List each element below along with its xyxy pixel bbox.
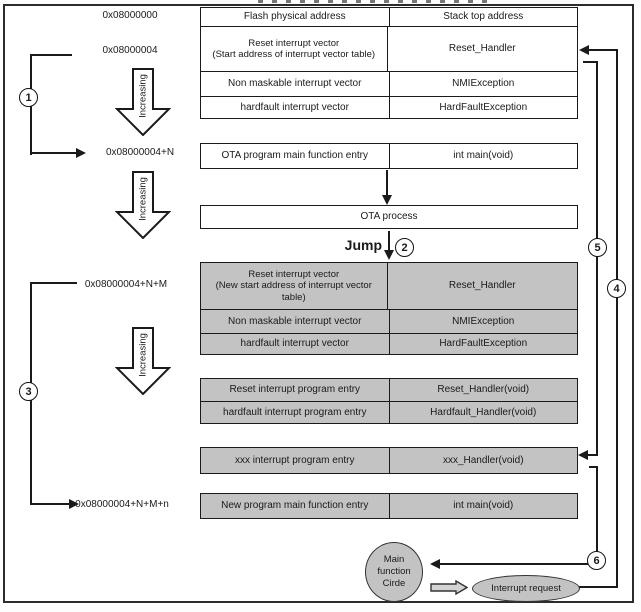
increasing-label: Increasing (138, 177, 149, 221)
cell-right: Reset_Handler (387, 27, 577, 71)
increasing-arrow-shape (115, 68, 171, 136)
bracket1-bottom-line (30, 152, 78, 154)
address-flash-base: 0x08000000 (102, 10, 158, 21)
table-row: hardfault interrupt vector HardFaultExce… (201, 333, 577, 354)
address-new-vector: 0x08000004+N+M (84, 279, 168, 290)
hollow-right-arrow (430, 580, 468, 595)
jump-arrow-line (388, 231, 390, 251)
table-row: OTA program main function entry int main… (201, 144, 577, 168)
increasing-arrow-1: Increasing (115, 68, 171, 136)
bracket2-top-line (30, 282, 77, 284)
cell-right: Stack top address (389, 8, 577, 26)
step6-arrowhead (430, 559, 440, 569)
step-marker-6: 6 (587, 551, 606, 570)
table-row: hardfault interrupt program entry Hardfa… (201, 401, 577, 423)
table-ota-process: OTA process (200, 205, 578, 229)
cell-right: Hardfault_Handler(void) (389, 402, 577, 423)
main-function-circle: Main function Cirde (365, 542, 423, 602)
increasing-arrow-shape (115, 171, 171, 239)
clipped-caption-artifact (258, 0, 496, 3)
table-row: Non maskable interrupt vector NMIExcepti… (201, 309, 577, 333)
cell-right: NMIException (389, 72, 577, 96)
increasing-label: Increasing (138, 74, 149, 118)
table-original-vector: Flash physical address Stack top address… (200, 7, 578, 119)
table-row: hardfault interrupt vector HardFaultExce… (201, 96, 577, 118)
cell-right: HardFaultException (389, 334, 577, 354)
step-marker-3: 3 (19, 382, 38, 401)
step6-top-hook (589, 466, 598, 468)
cell-left: Non maskable interrupt vector (201, 310, 390, 333)
bracket2-bottom-line (30, 503, 71, 505)
step-marker-2: 2 (395, 238, 414, 257)
bracket2-arrowhead (69, 499, 79, 509)
cell-left: hardfault interrupt vector (201, 334, 390, 354)
table-row: xxx interrupt program entry xxx_Handler(… (201, 448, 577, 473)
step6-horizontal-line (437, 563, 589, 565)
step4-vertical-line (616, 49, 618, 588)
step6-vertical-line (596, 466, 598, 554)
table-row: Flash physical address Stack top address (201, 8, 577, 26)
cell-right: int main(void) (389, 494, 577, 518)
table-row: OTA process (201, 206, 577, 228)
step-marker-4: 4 (607, 279, 626, 298)
jump-arrow-head (384, 250, 394, 260)
address-new-main: 0x08000004+N+M+n (75, 499, 169, 510)
cell-right: Reset_Handler (387, 263, 577, 309)
step5-vertical-line (596, 61, 598, 456)
table-ota-entry: OTA program main function entry int main… (200, 143, 578, 169)
table-new-main: New program main function entry int main… (200, 493, 578, 519)
bracket1-top-line (30, 54, 72, 56)
cell-left: Reset interrupt vector (New start addres… (201, 263, 388, 309)
cell-left: OTA program main function entry (201, 144, 390, 168)
increasing-arrow-2: Increasing (115, 171, 171, 239)
table-row: New program main function entry int main… (201, 494, 577, 518)
cell-left: Reset interrupt vector (Start address of… (201, 27, 388, 71)
cell-left: Reset interrupt program entry (201, 379, 390, 401)
step-marker-5: 5 (588, 238, 607, 257)
address-vector-start: 0x08000004 (102, 45, 158, 56)
step4-arrowhead (579, 45, 589, 55)
ota-process-label: OTA process (201, 206, 577, 228)
cell-left: Non maskable interrupt vector (201, 72, 390, 96)
cell-left: hardfault interrupt program entry (201, 402, 390, 423)
cell-left: hardfault interrupt vector (201, 97, 390, 118)
cell-right: NMIException (389, 310, 577, 333)
increasing-label: Increasing (138, 333, 149, 377)
table-new-vector: Reset interrupt vector (New start addres… (200, 262, 578, 355)
table-row: Reset interrupt vector (New start addres… (201, 263, 577, 309)
flow-arrow-to-ota-head (382, 195, 392, 205)
address-ota-entry: 0x08000004+N (105, 147, 175, 158)
cell-left: New program main function entry (201, 494, 390, 518)
bracket1-arrowhead (76, 148, 86, 158)
interrupt-request-ellipse: Interrupt request (472, 575, 580, 602)
cell-left: xxx interrupt program entry (201, 448, 390, 473)
step5-top-hook (583, 61, 598, 63)
cell-right: int main(void) (389, 144, 577, 168)
step4-top-line (587, 49, 618, 51)
cell-right: xxx_Handler(void) (389, 448, 577, 473)
increasing-arrow-3: Increasing (115, 327, 171, 395)
table-row: Reset interrupt vector (Start address of… (201, 26, 577, 71)
increasing-arrow-shape (115, 327, 171, 395)
hollow-right-arrow-shape (430, 580, 468, 595)
step5-arrowhead (578, 450, 588, 460)
table-row: Non maskable interrupt vector NMIExcepti… (201, 71, 577, 96)
jump-label: Jump (344, 237, 382, 253)
cell-right: HardFaultException (389, 97, 577, 118)
step5-bottom-line (586, 454, 598, 456)
cell-right: Reset_Handler(void) (389, 379, 577, 401)
table-handler-entries: Reset interrupt program entry Reset_Hand… (200, 378, 578, 424)
step-marker-1: 1 (19, 88, 38, 107)
table-row: Reset interrupt program entry Reset_Hand… (201, 379, 577, 401)
cell-left: Flash physical address (201, 8, 390, 26)
step4-bottom-line (578, 586, 618, 588)
table-xxx-entry: xxx interrupt program entry xxx_Handler(… (200, 447, 578, 474)
flow-arrow-to-ota-line (386, 170, 388, 196)
